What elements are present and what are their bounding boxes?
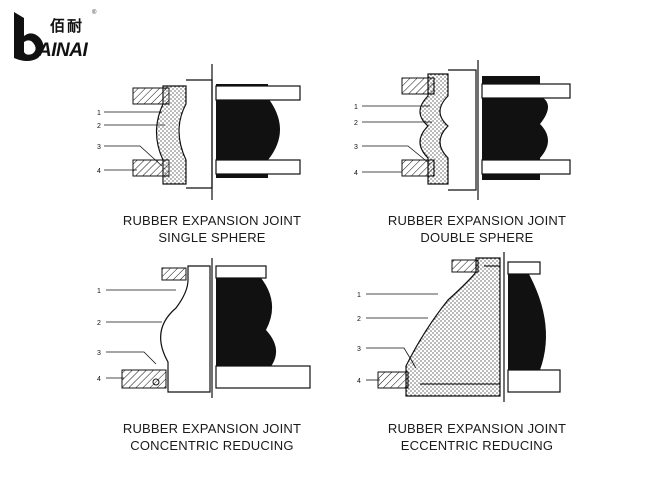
logo-registered-mark: ® xyxy=(92,10,97,16)
label-2: 2 xyxy=(354,120,358,127)
caption-line-1: RUBBER EXPANSION JOINT xyxy=(387,421,567,436)
label-3: 3 xyxy=(354,144,358,151)
label-2: 2 xyxy=(97,320,101,327)
label-4: 4 xyxy=(97,376,101,383)
label-1: 1 xyxy=(357,292,361,299)
label-4: 4 xyxy=(354,170,358,177)
label-2: 2 xyxy=(97,123,101,130)
label-1: 1 xyxy=(97,110,101,117)
caption-line-2: CONCENTRIC REDUCING xyxy=(130,438,294,453)
label-3: 3 xyxy=(97,350,101,357)
label-1: 1 xyxy=(97,288,101,295)
label-4: 4 xyxy=(357,378,361,385)
diagram-concentric-reducing: 1 2 3 4 xyxy=(97,258,311,398)
label-3: 3 xyxy=(97,144,101,151)
caption-line-2: ECCENTRIC REDUCING xyxy=(400,438,554,453)
diagram-double-sphere: 1 2 3 4 xyxy=(354,60,571,200)
caption-double-sphere: RUBBER EXPANSION JOINT DOUBLE SPHERE xyxy=(347,212,607,246)
label-1: 1 xyxy=(354,104,358,111)
caption-concentric-reducing: RUBBER EXPANSION JOINT CONCENTRIC REDUCI… xyxy=(82,420,342,454)
caption-line-1: RUBBER EXPANSION JOINT xyxy=(122,213,302,228)
caption-line-2: DOUBLE SPHERE xyxy=(420,230,534,245)
label-3: 3 xyxy=(357,346,361,353)
label-4: 4 xyxy=(97,168,101,175)
caption-line-1: RUBBER EXPANSION JOINT xyxy=(122,421,302,436)
caption-line-1: RUBBER EXPANSION JOINT xyxy=(387,213,567,228)
logo-chinese-text: 佰耐 xyxy=(50,17,85,35)
caption-eccentric-reducing: RUBBER EXPANSION JOINT ECCENTRIC REDUCIN… xyxy=(347,420,607,454)
caption-single-sphere: RUBBER EXPANSION JOINT SINGLE SPHERE xyxy=(82,212,342,246)
diagram-single-sphere: 1 2 3 4 xyxy=(97,64,301,200)
logo-english-text: AINAI xyxy=(38,40,88,61)
diagram-eccentric-reducing: 1 2 3 4 xyxy=(357,252,561,402)
caption-line-2: SINGLE SPHERE xyxy=(158,230,266,245)
label-2: 2 xyxy=(357,316,361,323)
logo-mark-icon xyxy=(14,12,44,61)
